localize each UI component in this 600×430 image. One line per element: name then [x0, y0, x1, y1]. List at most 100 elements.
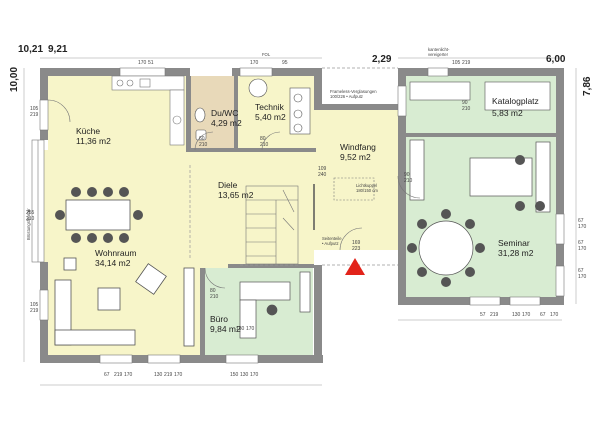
room-name-windfang: Windfang — [340, 142, 376, 152]
svg-text:80: 80 — [210, 288, 216, 294]
note-skylight-2: 180/150 cm — [356, 188, 378, 193]
room-name-technik: Technik — [255, 102, 285, 112]
svg-text:170: 170 — [550, 312, 559, 318]
room-name-katalog: Katalogplatz — [492, 96, 539, 106]
svg-text:240: 240 — [318, 172, 327, 178]
svg-text:219: 219 — [114, 372, 123, 378]
seminar-chairs — [407, 155, 545, 287]
skylight — [333, 177, 375, 201]
svg-text:210: 210 — [26, 216, 35, 222]
buero-desk — [239, 271, 311, 339]
note-frameless-2: 100/226 • Aufputz — [330, 94, 363, 99]
svg-text:170: 170 — [578, 224, 587, 230]
svg-text:170: 170 — [578, 246, 587, 252]
svg-text:219: 219 — [30, 308, 39, 314]
svg-text:255: 255 — [26, 210, 35, 216]
sofa — [54, 257, 195, 347]
note-top-2: vereigerter — [428, 52, 449, 57]
doors — [47, 99, 421, 289]
windfang-floor — [314, 110, 400, 250]
note-skylight-1: Lichtkuppel — [356, 183, 377, 188]
note-side-1: Seitenteile — [322, 236, 342, 241]
entrance-marker — [345, 258, 365, 275]
dim-left-vertical: 10,00 — [9, 67, 20, 92]
dim-right-vertical: 7,86 — [582, 76, 593, 96]
svg-text:57: 57 — [480, 312, 486, 318]
svg-text:219: 219 — [30, 112, 39, 118]
small-dimensions: 170 51 170 95 105 219 60 210 80 210 90 2… — [26, 60, 587, 378]
svg-text:80: 80 — [260, 136, 266, 142]
kitchen-counter — [111, 75, 185, 146]
svg-text:130: 130 — [512, 312, 521, 318]
svg-text:90: 90 — [462, 100, 468, 106]
svg-text:90: 90 — [404, 172, 410, 178]
svg-text:169: 169 — [352, 240, 361, 246]
terrace-outline — [189, 67, 398, 266]
svg-text:210: 210 — [462, 106, 471, 112]
svg-text:109: 109 — [318, 166, 327, 172]
svg-text:170: 170 — [250, 372, 259, 378]
room-name-diele: Diele — [218, 180, 238, 190]
svg-text:60: 60 — [199, 136, 205, 142]
svg-text:67: 67 — [104, 372, 110, 378]
svg-text:219: 219 — [164, 372, 173, 378]
room-name-wohnraum: Wohnraum — [95, 248, 136, 258]
dining-table — [55, 187, 143, 243]
dim-top-right-mid: 2,29 — [372, 54, 392, 65]
note-frameless-1: Frameless-Verglasungen — [330, 89, 377, 94]
note-window: Brüstungsfenster — [26, 208, 31, 240]
note-fol: FOL — [262, 52, 271, 57]
left-window — [31, 139, 45, 263]
room-name-buero: Büro — [210, 314, 228, 324]
buero-floor — [205, 268, 313, 356]
svg-text:130: 130 — [154, 372, 163, 378]
stairs — [245, 185, 299, 265]
svg-text:105: 105 — [452, 60, 461, 66]
svg-text:105: 105 — [30, 302, 39, 308]
svg-text:170: 170 — [124, 372, 133, 378]
room-area-duwc: 4,29 m2 — [211, 118, 242, 128]
svg-text:130: 130 — [240, 372, 249, 378]
svg-text:223: 223 — [352, 246, 361, 252]
dim-top-right: 6,00 — [546, 54, 566, 65]
svg-text:67: 67 — [540, 312, 546, 318]
room-name-kuche: Küche — [76, 126, 100, 136]
svg-text:51: 51 — [148, 60, 154, 66]
svg-text:170: 170 — [522, 312, 531, 318]
svg-text:210: 210 — [210, 294, 219, 300]
svg-text:170: 170 — [138, 60, 147, 66]
svg-text:170: 170 — [246, 326, 255, 332]
svg-text:150: 150 — [230, 372, 239, 378]
svg-text:67: 67 — [578, 268, 584, 274]
svg-text:170: 170 — [174, 372, 183, 378]
room-area-wohnraum: 34,14 m2 — [95, 258, 131, 268]
room-area-diele: 13,65 m2 — [218, 190, 254, 200]
svg-text:170: 170 — [578, 274, 587, 280]
svg-text:130: 130 — [236, 326, 245, 332]
wc-fixtures — [194, 107, 207, 141]
technik-fixtures — [248, 78, 311, 135]
diele-floor — [186, 150, 314, 265]
svg-text:170: 170 — [250, 60, 259, 66]
room-name-seminar: Seminar — [498, 238, 530, 248]
dim-top-left-a: 10,21 — [18, 44, 43, 55]
svg-text:219: 219 — [490, 312, 499, 318]
seminar-furniture — [409, 139, 551, 276]
room-area-katalog: 5,83 m2 — [492, 108, 523, 118]
note-top-1: kantenlicht- — [428, 47, 450, 52]
room-area-windfang: 9,52 m2 — [340, 152, 371, 162]
room-area-seminar: 31,28 m2 — [498, 248, 534, 258]
dimension-lines — [23, 57, 577, 386]
svg-text:210: 210 — [404, 178, 413, 184]
dim-top-left-b: 9,21 — [48, 44, 68, 55]
room-area-kuche: 11,36 m2 — [76, 136, 111, 146]
room-area-buero: 9,84 m2 — [210, 324, 241, 334]
windows — [39, 67, 565, 364]
note-side-2: • Aufputz — [322, 241, 339, 246]
svg-text:210: 210 — [260, 142, 269, 148]
svg-text:219: 219 — [462, 60, 471, 66]
svg-text:67: 67 — [578, 240, 584, 246]
svg-text:105: 105 — [30, 106, 39, 112]
svg-text:210: 210 — [199, 142, 208, 148]
